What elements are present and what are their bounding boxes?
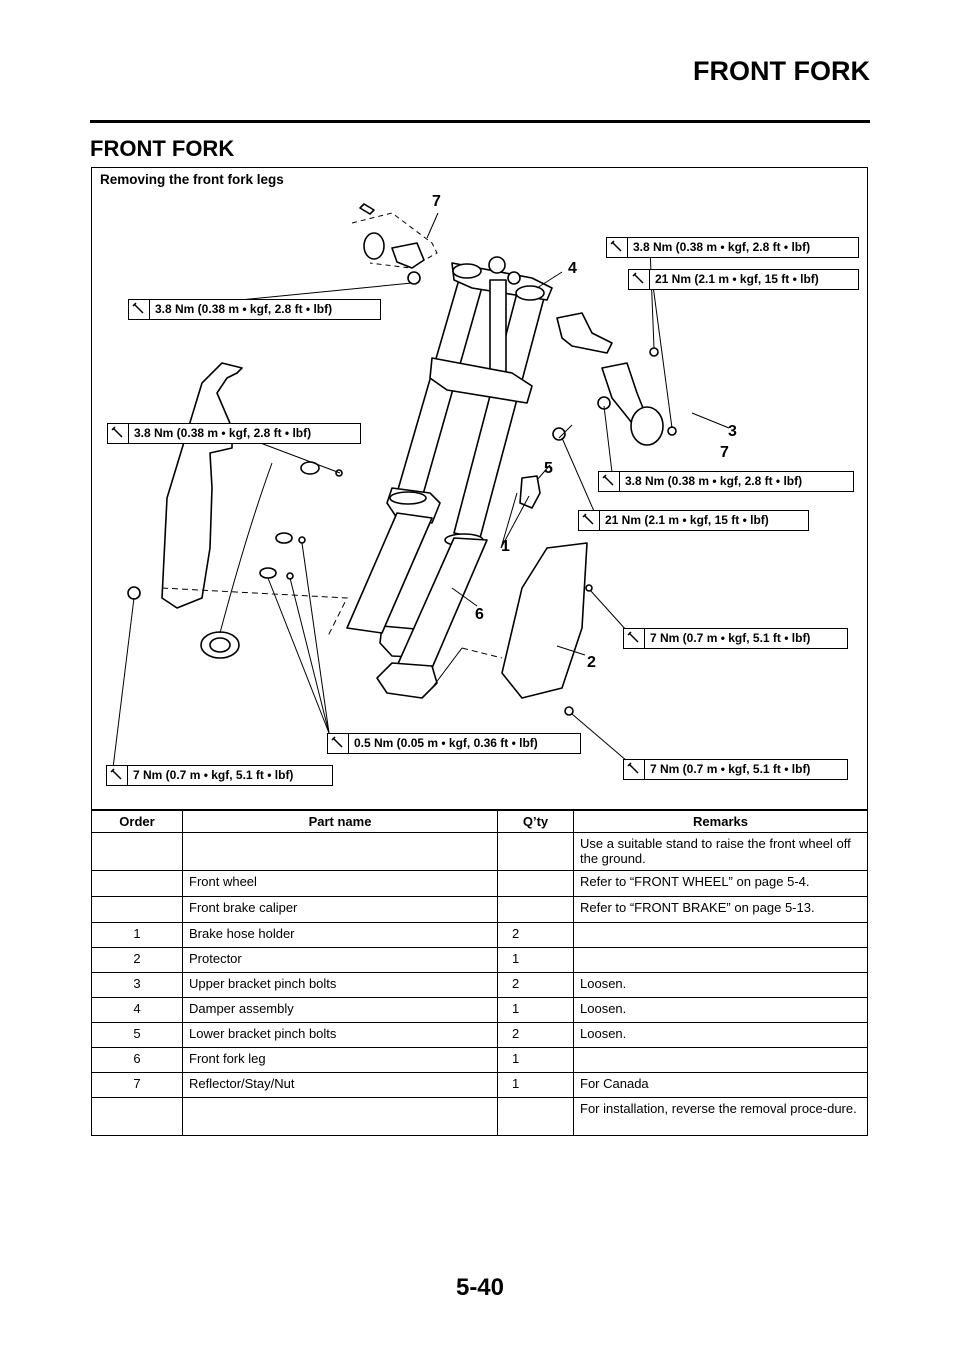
table-row: 2 Protector 1 [91,947,868,973]
torque-label: 7 Nm (0.7 m • kgf, 5.1 ft • lbf) [623,628,848,649]
front-fork-diagram [112,203,730,769]
column-header: Order [91,810,183,833]
part-name-cell: Lower bracket pinch bolts [182,1022,498,1048]
remarks-cell: Refer to “FRONT BRAKE” on page 5-13. [573,896,868,923]
order-cell: 6 [91,1047,183,1073]
callout-number: 7 [720,444,729,461]
torque-wrench-icon [599,472,620,491]
callout-number: 5 [544,460,553,477]
column-header: Part name [182,810,498,833]
torque-label: 0.5 Nm (0.05 m • kgf, 0.36 ft • lbf) [327,733,581,754]
column-header: Remarks [573,810,868,833]
callout-number: 6 [475,606,484,623]
remarks-cell: Loosen. [573,1022,868,1048]
column-header: Q’ty [497,810,574,833]
torque-wrench-icon [629,270,650,289]
table-row: 5 Lower bracket pinch bolts 2 Loosen. [91,1022,868,1048]
table-row: 3 Upper bracket pinch bolts 2 Loosen. [91,972,868,998]
table-row: For installation, reverse the removal pr… [91,1097,868,1136]
torque-wrench-icon [579,511,600,530]
torque-wrench-icon [107,766,128,785]
qty-cell: 1 [497,1047,574,1073]
torque-wrench-icon [328,734,349,753]
order-cell [91,1097,183,1136]
table-row: 7 Reflector/Stay/Nut 1 For Canada [91,1072,868,1098]
remarks-cell: Use a suitable stand to raise the front … [573,832,868,871]
remarks-cell: For Canada [573,1072,868,1098]
remarks-cell: Loosen. [573,997,868,1023]
torque-wrench-icon [624,760,645,779]
remarks-cell [573,1047,868,1073]
torque-label: 3.8 Nm (0.38 m • kgf, 2.8 ft • lbf) [598,471,854,492]
torque-label: 21 Nm (2.1 m • kgf, 15 ft • lbf) [628,269,859,290]
remarks-cell: For installation, reverse the removal pr… [573,1097,868,1136]
header-title: FRONT FORK [693,56,870,86]
qty-cell [497,896,574,923]
remarks-cell: Loosen. [573,972,868,998]
page-number: 5-40 [455,1274,505,1301]
torque-label: 7 Nm (0.7 m • kgf, 5.1 ft • lbf) [623,759,848,780]
remarks-cell [573,947,868,973]
part-name-cell: Reflector/Stay/Nut [182,1072,498,1098]
table-row: Front wheel Refer to “FRONT WHEEL” on pa… [91,870,868,897]
qty-cell: 1 [497,997,574,1023]
qty-cell [497,832,574,871]
order-cell: 3 [91,972,183,998]
part-name-cell: Front brake caliper [182,896,498,923]
table-row: Front brake caliper Refer to “FRONT BRAK… [91,896,868,923]
qty-cell: 1 [497,947,574,973]
torque-wrench-icon [129,300,150,319]
header-rule [90,120,870,123]
callout-number: 7 [432,193,441,210]
qty-cell: 2 [497,1022,574,1048]
order-cell [91,896,183,923]
part-name-cell: Front wheel [182,870,498,897]
table-row: 4 Damper assembly 1 Loosen. [91,997,868,1023]
torque-label: 3.8 Nm (0.38 m • kgf, 2.8 ft • lbf) [606,237,859,258]
order-cell: 1 [91,922,183,948]
qty-cell [497,1097,574,1136]
torque-label: 3.8 Nm (0.38 m • kgf, 2.8 ft • lbf) [107,423,361,444]
torque-wrench-icon [607,238,628,257]
part-name-cell [182,1097,498,1136]
torque-wrench-icon [108,424,129,443]
qty-cell [497,870,574,897]
order-cell: 5 [91,1022,183,1048]
callout-number: 3 [728,423,737,440]
remarks-cell: Refer to “FRONT WHEEL” on page 5-4. [573,870,868,897]
table-row: 6 Front fork leg 1 [91,1047,868,1073]
exploded-diagram-figure: Removing the front fork legs [91,167,868,810]
part-name-cell: Brake hose holder [182,922,498,948]
torque-label: 21 Nm (2.1 m • kgf, 15 ft • lbf) [578,510,809,531]
part-name-cell: Upper bracket pinch bolts [182,972,498,998]
part-name-cell [182,832,498,871]
figure-caption: Removing the front fork legs [100,172,284,187]
torque-label: 3.8 Nm (0.38 m • kgf, 2.8 ft • lbf) [128,299,381,320]
torque-label: 7 Nm (0.7 m • kgf, 5.1 ft • lbf) [106,765,333,786]
torque-wrench-icon [624,629,645,648]
order-cell [91,832,183,871]
qty-cell: 2 [497,922,574,948]
table-header-row: Order Part name Q’ty Remarks [91,810,868,833]
callout-number: 4 [568,260,577,277]
section-title: FRONT FORK [90,136,235,161]
parts-table: Order Part name Q’ty Remarks Use a suita… [91,810,868,1136]
order-cell [91,870,183,897]
part-name-cell: Damper assembly [182,997,498,1023]
order-cell: 4 [91,997,183,1023]
part-name-cell: Front fork leg [182,1047,498,1073]
remarks-cell [573,922,868,948]
order-cell: 2 [91,947,183,973]
qty-cell: 2 [497,972,574,998]
callout-number: 2 [587,654,596,671]
table-row: Use a suitable stand to raise the front … [91,832,868,871]
qty-cell: 1 [497,1072,574,1098]
table-row: 1 Brake hose holder 2 [91,922,868,948]
part-name-cell: Protector [182,947,498,973]
callout-number: 1 [501,538,510,555]
order-cell: 7 [91,1072,183,1098]
